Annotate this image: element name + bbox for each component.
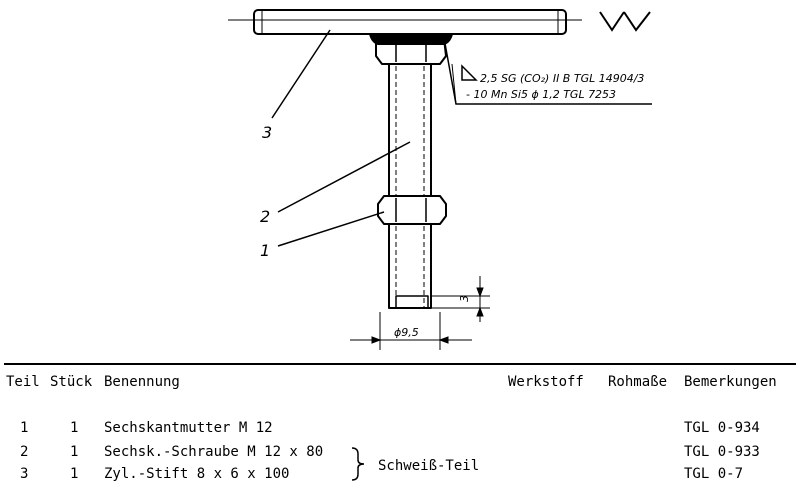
group-brace (351, 447, 365, 481)
bolt-shank (388, 63, 432, 197)
row3-teil: 3 (20, 466, 28, 482)
row2-bemerkungen: TGL 0-933 (684, 444, 760, 460)
callout-3: 3 (262, 123, 272, 142)
callout-2: 2 (260, 207, 270, 226)
cylinder-pin (253, 9, 567, 35)
row3-stueck: 1 (70, 466, 78, 482)
row2-teil: 2 (20, 444, 28, 460)
row2-stueck: 1 (70, 444, 78, 460)
header-stueck: Stück (50, 374, 93, 390)
hex-nut (377, 195, 447, 225)
row3-bemerkungen: TGL 0-7 (684, 466, 743, 482)
row1-stueck: 1 (70, 420, 78, 436)
row2-benennung: Sechsk.-Schraube M 12 x 80 (104, 444, 323, 460)
callout-1: 1 (260, 241, 270, 260)
surface-finish-icon (599, 11, 651, 32)
row1-benennung: Sechskantmutter M 12 (104, 420, 273, 436)
diameter-dimension: ϕ9,5 (394, 326, 419, 339)
header-werkstoff: Werkstoff (508, 374, 584, 390)
leader-2 (277, 141, 411, 213)
header-bemerkungen: Bemerkungen (684, 374, 777, 390)
weld-spec-line1: 2,5 SG (CO₂) II B TGL 14904/3 (480, 72, 644, 85)
row1-teil: 1 (20, 420, 28, 436)
weld-spec-line2: - 10 Mn Si5 ϕ 1,2 TGL 7253 (466, 88, 616, 101)
group-label: Schweiß-Teil (378, 458, 479, 474)
header-benennung: Benennung (104, 374, 180, 390)
header-teil: Teil (6, 374, 40, 390)
row1-bemerkungen: TGL 0-934 (684, 420, 760, 436)
header-rohmasse: Rohmaße (608, 374, 667, 390)
row3-benennung: Zyl.-Stift 8 x 6 x 100 (104, 466, 289, 482)
length-dimension: 3 (458, 295, 471, 302)
leader-3 (271, 29, 331, 119)
leader-1 (277, 211, 385, 247)
